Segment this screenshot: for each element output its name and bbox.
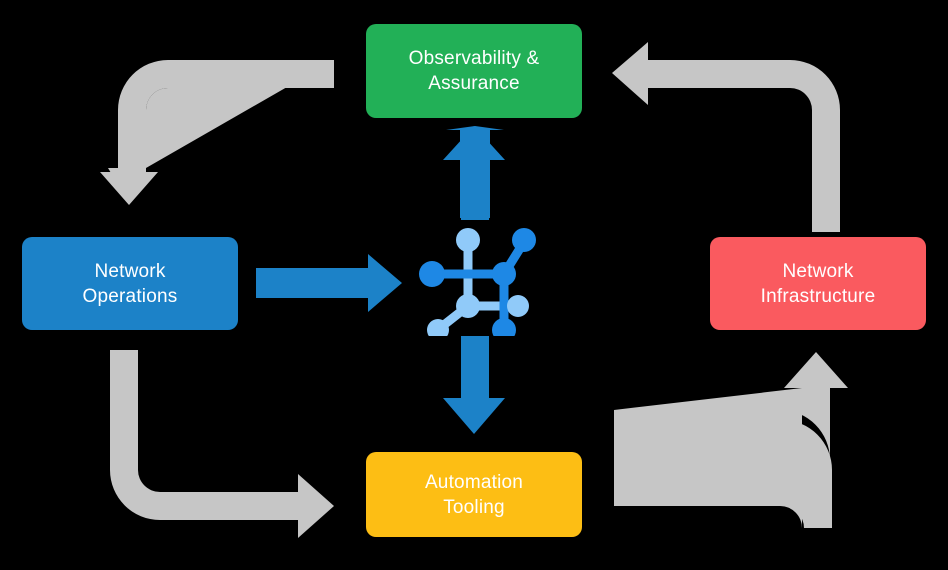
arrow-automation-to-infrastructure-final: [614, 352, 848, 528]
node-network-operations[interactable]: Network Operations: [22, 237, 238, 330]
network-topology-icon: [419, 228, 536, 336]
arrow-operations-to-center: [256, 254, 402, 312]
node-automation-label: Automation Tooling: [424, 471, 524, 518]
arrow-infrastructure-to-observability: [612, 42, 840, 232]
arrow-observability-to-operations-body: [100, 60, 334, 205]
node-observability-assurance[interactable]: Observability & Assurance: [366, 24, 582, 118]
node-automation-tooling[interactable]: Automation Tooling: [366, 452, 582, 537]
node-infrastructure-label: Network Infrastructure: [760, 260, 876, 307]
arrow-automation-to-infrastructure-shaft: [614, 478, 810, 506]
node-network-infrastructure[interactable]: Network Infrastructure: [710, 237, 926, 330]
arrow-center-to-automation: [443, 336, 505, 434]
arrow-center-to-observability: [446, 126, 504, 218]
node-observability-label: Observability & Assurance: [408, 48, 540, 94]
node-operations-label: Network Operations: [82, 260, 178, 307]
arrow-automation-to-infrastructure: [614, 478, 800, 500]
arrow-operations-to-automation: [110, 350, 334, 538]
arrow-center-to-observability-shape: [443, 126, 505, 220]
arrow-automation-to-infrastructure-body: [614, 420, 832, 528]
arrow-observability-to-operations: [108, 60, 334, 200]
